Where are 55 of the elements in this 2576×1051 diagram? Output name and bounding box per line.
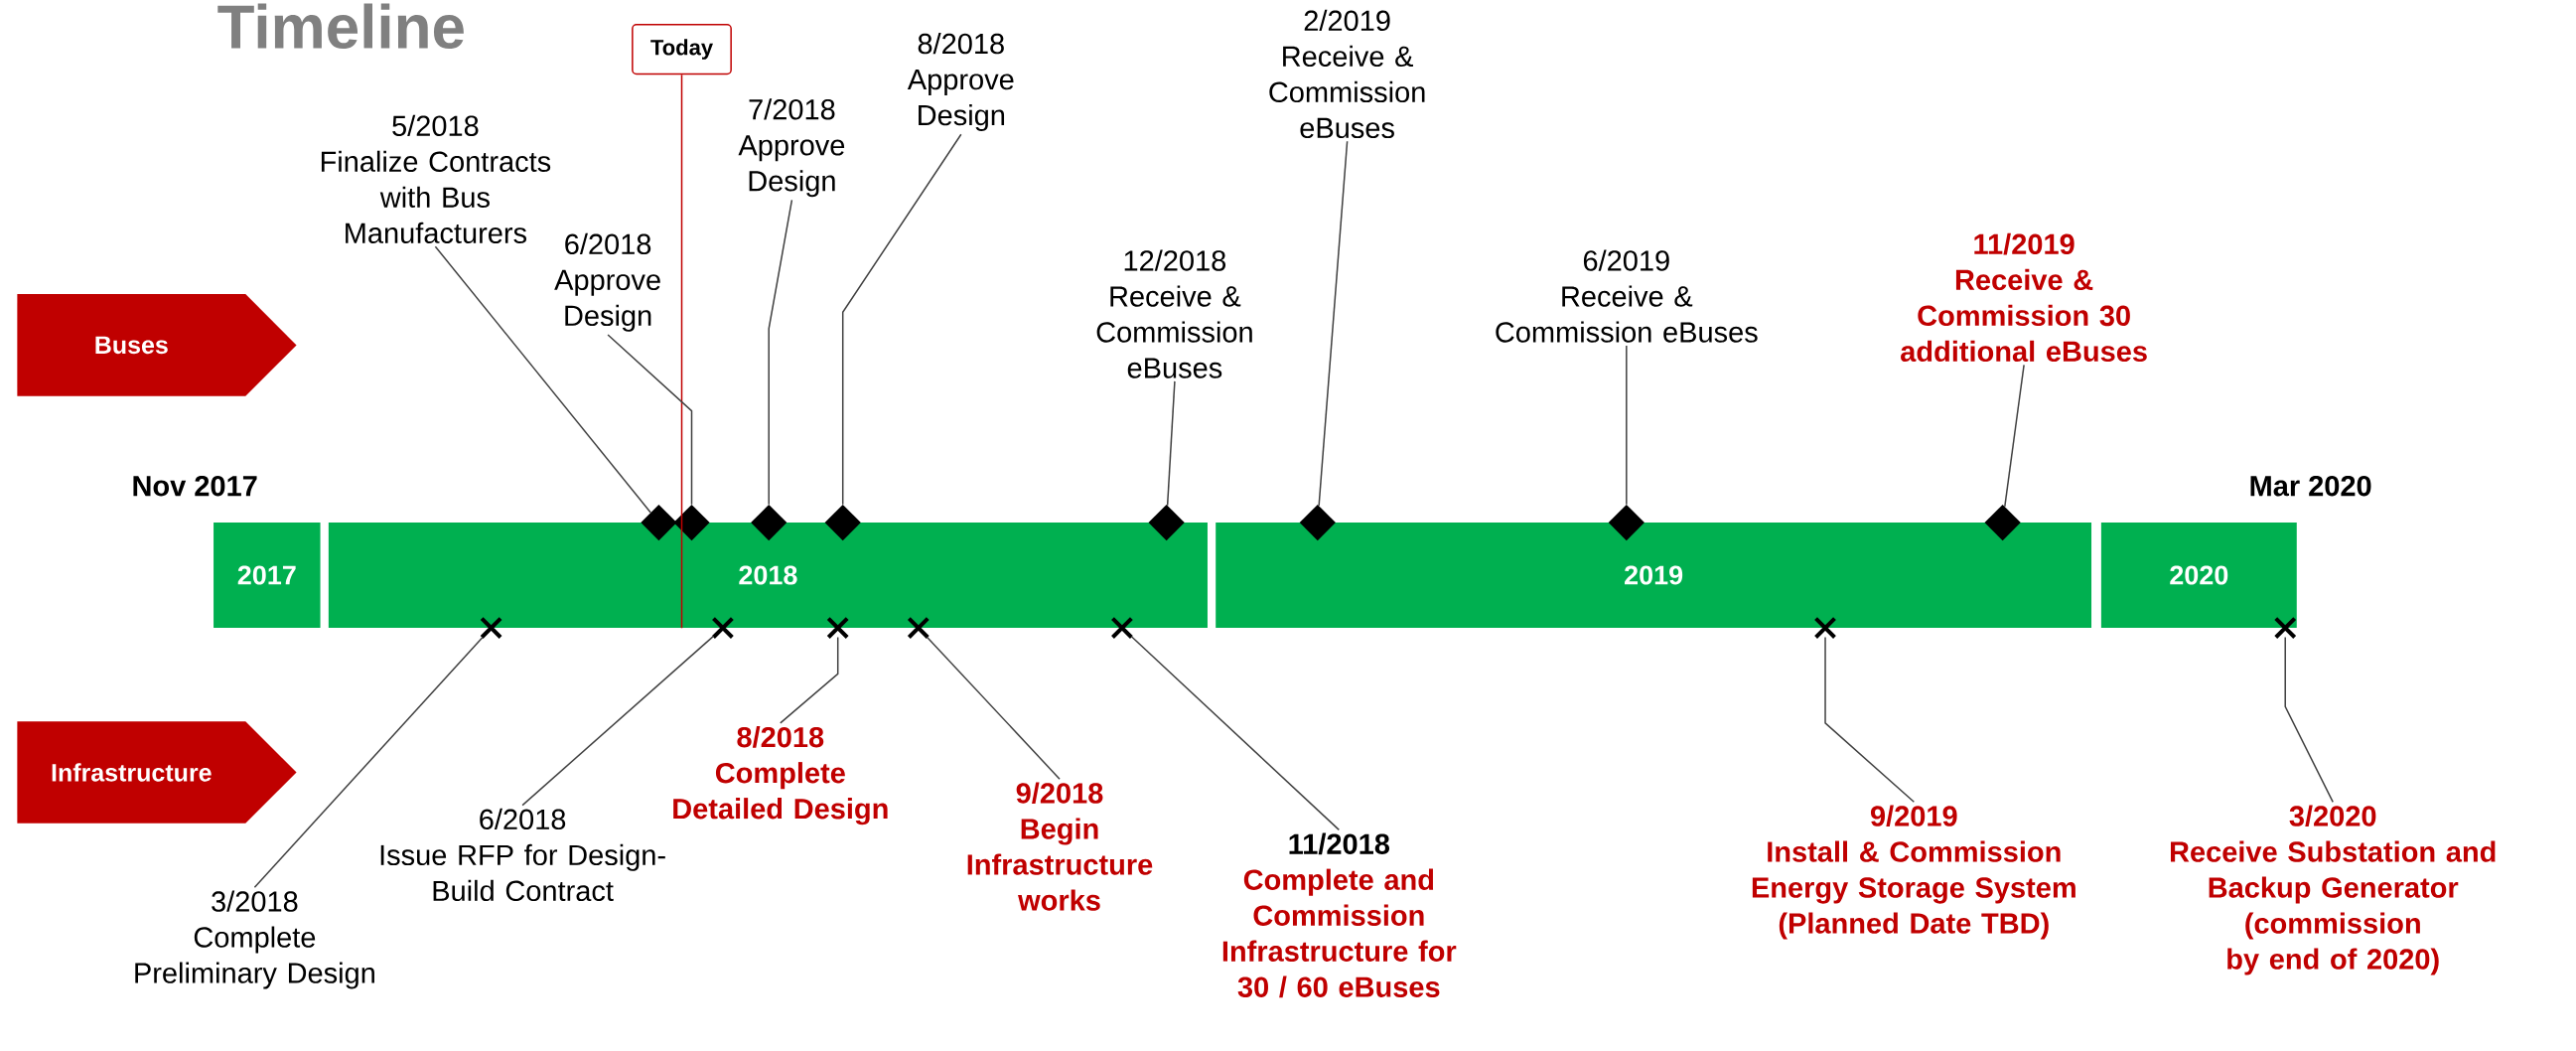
leader-line <box>1626 345 1628 506</box>
leader-line <box>680 74 683 629</box>
leader-line <box>768 199 793 506</box>
milestone-text: 5/2018 Finalize Contracts with Bus Manufacturers <box>321 114 551 243</box>
milestone-text: 6/2018 Approve Design <box>554 232 660 332</box>
milestone-text: 11/2018 Complete and Commission Infrastructure for 30 / 60 eBuses <box>1222 832 1457 998</box>
leader-line <box>434 245 651 514</box>
leader-line <box>841 133 962 506</box>
arrow-banner: Buses <box>17 294 297 396</box>
cross-marker <box>711 616 735 640</box>
year-bar: 2020 <box>2100 523 2297 628</box>
arrow-banner: Infrastructure <box>17 721 297 824</box>
leader-line <box>1824 636 1916 804</box>
diamond-marker <box>673 505 710 541</box>
diamond-marker <box>641 505 677 541</box>
milestone-text: 3/2018 Complete Preliminary Design <box>135 890 374 989</box>
milestone-text: 9/2019 Install & Commission Energy Storage System (Planned Date TBD) <box>1752 805 2075 940</box>
date-label: Nov 2017 <box>133 475 257 497</box>
diamond-marker <box>824 505 861 541</box>
milestone-text: 3/2020 Receive Substation and Backup Generator (commission by end of 2020) <box>2171 805 2496 976</box>
milestone-text: 6/2019 Receive & Commission eBuses <box>1496 249 1758 343</box>
leader-line <box>1318 140 1349 507</box>
milestone-text: 8/2018 Approve Design <box>907 33 1014 132</box>
leader-line <box>780 636 839 724</box>
leader-line <box>1130 636 1341 831</box>
year-bar: 2018 <box>328 523 1208 628</box>
leader-line <box>521 635 715 807</box>
diamond-marker <box>1148 505 1185 541</box>
diamond-marker <box>751 505 787 541</box>
cross-marker <box>826 616 850 640</box>
milestone-text: 6/2018 Issue RFP for Design-Build Contract <box>380 808 665 902</box>
milestone-text: 12/2018 Receive & Commission eBuses <box>1096 249 1252 378</box>
cross-marker <box>480 616 503 640</box>
leader-line <box>926 636 1061 780</box>
title: Timeline <box>217 3 464 50</box>
milestone-text: 11/2019 Receive & Commission 30 additional eBuses <box>1901 232 2147 363</box>
cross-marker <box>1813 616 1837 640</box>
year-bar: 2017 <box>214 523 321 628</box>
leader-line <box>253 636 484 889</box>
year-bar: 2019 <box>1216 523 2092 628</box>
milestone-text: 2/2019 Receive & Commission eBuses <box>1269 9 1425 139</box>
diamond-marker <box>1984 505 2021 541</box>
cross-marker <box>907 616 930 640</box>
cross-marker <box>1110 616 1134 640</box>
diamond-marker <box>1299 505 1336 541</box>
leader-line <box>2284 636 2334 804</box>
leader-line <box>1166 380 1176 507</box>
milestone-text: 8/2018 Complete Detailed Design <box>673 726 888 826</box>
leader-line <box>607 334 693 506</box>
milestone-text: 9/2018 Begin Infrastructure works <box>967 782 1153 911</box>
cross-marker <box>2273 616 2297 640</box>
diamond-marker <box>1608 505 1645 541</box>
leader-line <box>2004 364 2025 508</box>
date-label: Mar 2020 <box>2250 475 2371 497</box>
milestone-text: 7/2018 Approve Design <box>738 98 845 198</box>
